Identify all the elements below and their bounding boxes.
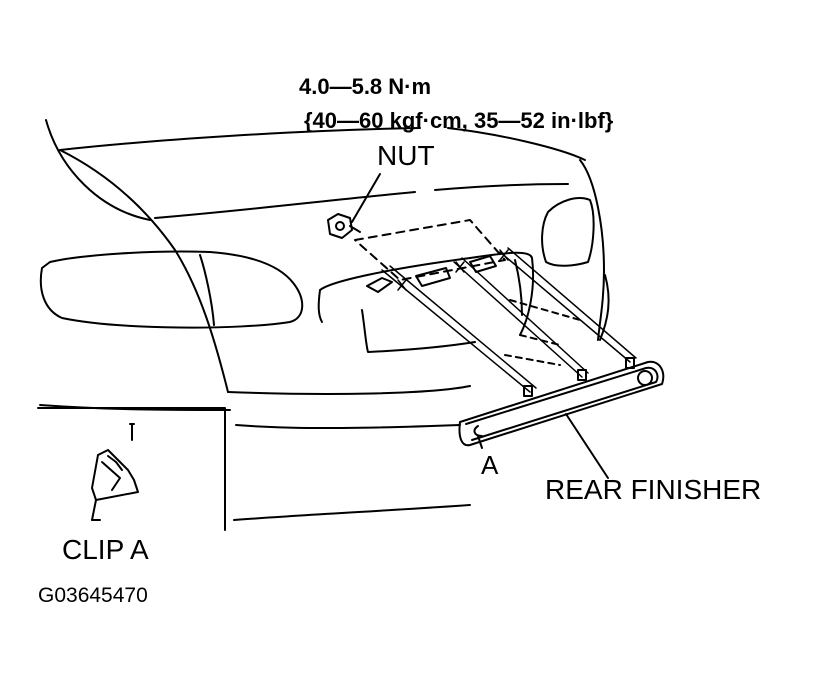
rear-finisher-label: REAR FINISHER [545, 474, 762, 505]
left-tail-lamp [39, 250, 304, 329]
rear-finisher-part [458, 357, 665, 447]
nut-label: NUT [377, 140, 435, 171]
torque-spec-kgf-lbf: {40—60 kgf·cm, 35—52 in·lbf} [304, 108, 614, 133]
nut-leader [351, 173, 381, 223]
figure-code: G03645470 [38, 584, 148, 607]
car-body [39, 119, 610, 521]
rear-finisher-leader [565, 413, 609, 479]
alignment-crosses [397, 249, 509, 291]
clip-a-label: CLIP A [62, 534, 149, 565]
license-plate-recess [317, 251, 581, 366]
torque-spec-nm: 4.0—5.8 N·m [299, 74, 432, 99]
right-tail-lamp [541, 197, 595, 267]
left-lamp-seam [199, 254, 215, 326]
clip-a-inset [37, 407, 226, 531]
a-leader [477, 435, 483, 449]
alignment-lines [381, 247, 637, 393]
a-label: A [481, 450, 499, 480]
nut-icon [327, 213, 361, 239]
finisher-removed-outline [354, 219, 506, 281]
